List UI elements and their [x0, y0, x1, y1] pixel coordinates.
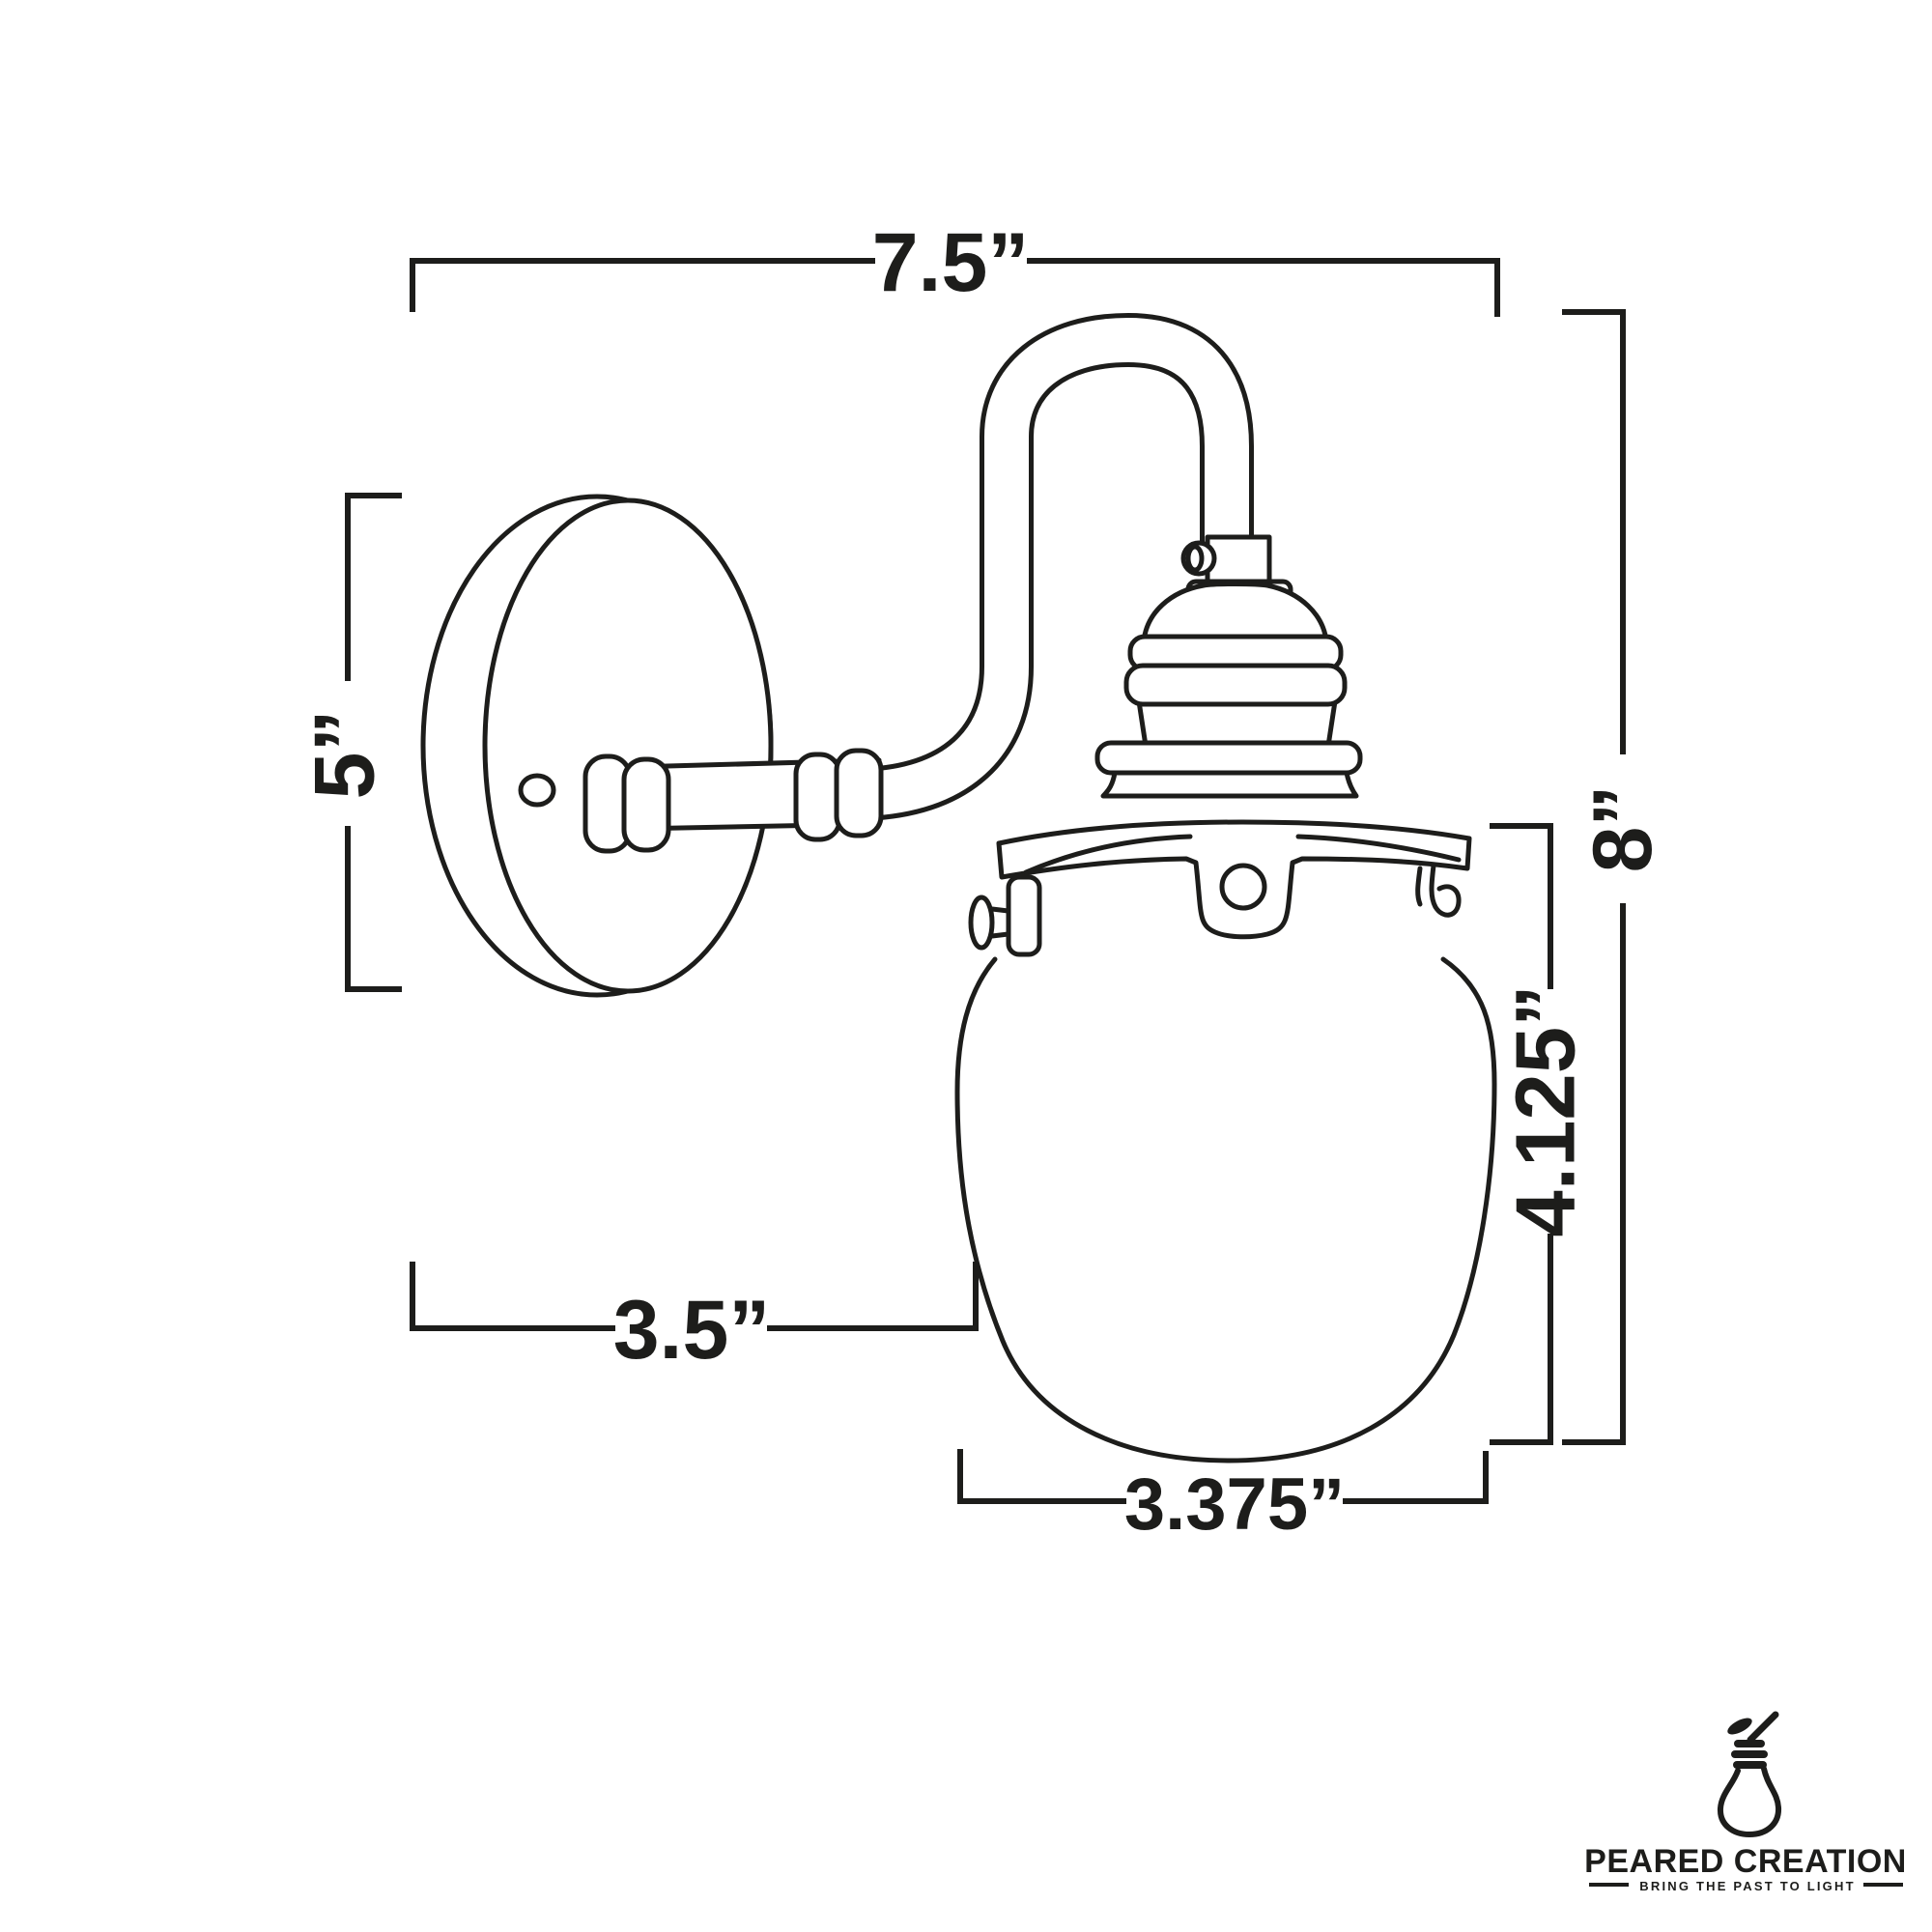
- support-arm: [582, 748, 884, 854]
- dimension-line: [410, 258, 1500, 317]
- dimension-label: 3.5”: [613, 1284, 771, 1377]
- dimension-backplate-height: 5”: [297, 493, 402, 992]
- fitter-arm-detail: [1295, 834, 1462, 863]
- dimension-overall-width: 7.5”: [410, 216, 1500, 317]
- bulb-outline: [1718, 1766, 1782, 1838]
- pear-bulb-icon: [1718, 1711, 1782, 1838]
- dimension-label: 8”: [1577, 785, 1669, 873]
- dimension-line: [345, 493, 402, 992]
- dimension-label: 5”: [297, 710, 392, 800]
- wall-plate-face: [482, 497, 774, 994]
- fixture-drawing: [420, 313, 1497, 1463]
- arm-collar-ring: [621, 756, 671, 853]
- thumbscrew-hole: [1219, 863, 1267, 911]
- socket-neck: [1205, 534, 1272, 588]
- fitter-arm-detail: [1023, 834, 1193, 875]
- bulb-thread: [1731, 1750, 1768, 1758]
- dimension-line: [1490, 823, 1553, 1445]
- brand-logo: PEARED CREATION BRING THE PAST TO LIGHT: [1584, 1711, 1907, 1893]
- dimension-annotations: 7.5” 8” 5” 3.5” 4.125” 3.375”: [297, 216, 1670, 1546]
- socket-dome: [1141, 582, 1329, 644]
- shade-holder: [996, 819, 1472, 940]
- dimension-arm-projection: 3.5”: [410, 1262, 979, 1377]
- brand-name: PEARED CREATION: [1584, 1843, 1907, 1880]
- wall-plate: [420, 494, 774, 998]
- lamp-socket: [1094, 534, 1363, 799]
- bulb-thread: [1734, 1740, 1765, 1747]
- mounting-hole: [518, 773, 556, 808]
- dimension-line: [410, 1262, 979, 1331]
- socket-band: [1123, 663, 1348, 707]
- dimension-label: 3.375”: [1124, 1463, 1345, 1546]
- bulb-stem: [1747, 1711, 1779, 1744]
- left-shade-clip: [968, 874, 1042, 957]
- dimension-line: [1562, 309, 1626, 1445]
- glass-shade: [954, 956, 1497, 1463]
- brand-tagline: BRING THE PAST TO LIGHT: [1639, 1879, 1855, 1893]
- right-shade-clip: [1415, 863, 1462, 918]
- dimension-line: [957, 1449, 1489, 1504]
- dimension-overall-height: 8”: [1562, 309, 1669, 1445]
- set-screw-knob-inner: [1185, 544, 1205, 573]
- gooseneck-core: [863, 318, 1249, 816]
- bulb-thread: [1733, 1761, 1767, 1769]
- arm-collar-ring: [834, 748, 884, 838]
- dimension-label: 7.5”: [872, 216, 1030, 309]
- arm-collar-ring: [793, 752, 842, 842]
- dimension-shade-height: 4.125”: [1490, 823, 1593, 1445]
- socket-collar: [1094, 740, 1363, 776]
- clip-pin-head: [968, 895, 995, 951]
- socket-body: [1136, 698, 1338, 749]
- clip-hook: [1415, 863, 1462, 918]
- dimension-label: 4.125”: [1499, 984, 1593, 1236]
- socket-skirt: [1100, 770, 1359, 799]
- bulb-leaf: [1727, 1718, 1752, 1735]
- clip-bar: [1006, 874, 1042, 957]
- dimension-shade-width: 3.375”: [957, 1449, 1489, 1546]
